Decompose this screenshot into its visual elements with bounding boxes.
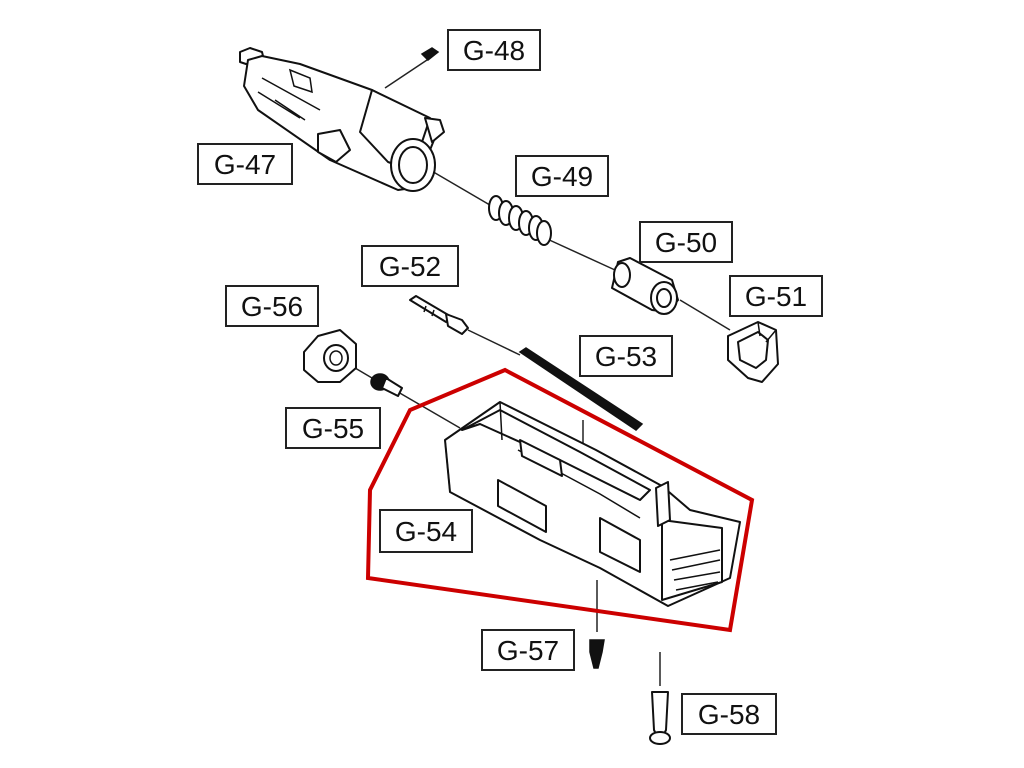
part-g56-knob: [303, 329, 357, 383]
part-g48-pin: [420, 47, 440, 62]
label-g48-text: G-48: [463, 35, 525, 66]
part-g51-cap: [727, 321, 779, 383]
label-g53: G-53: [579, 335, 673, 377]
part-g53-rod: [518, 347, 644, 431]
label-g49-text: G-49: [531, 161, 593, 192]
label-g52: G-52: [361, 245, 459, 287]
part-g55-screw: [370, 373, 403, 397]
label-g54: G-54: [379, 509, 473, 553]
label-g49: G-49: [515, 155, 609, 197]
part-g57-screw: [589, 639, 605, 669]
label-g58: G-58: [681, 693, 777, 735]
label-g52-text: G-52: [379, 251, 441, 282]
label-g54-text: G-54: [395, 516, 457, 547]
part-g58-screw: [649, 691, 671, 745]
part-g52-pin: [409, 295, 469, 335]
label-g57: G-57: [481, 629, 575, 671]
label-g56-text: G-56: [241, 291, 303, 322]
label-g50: G-50: [639, 221, 733, 263]
highlight-outline-g54: [365, 367, 755, 633]
label-g53-text: G-53: [595, 341, 657, 372]
part-g47-housing: [239, 47, 445, 192]
label-g57-text: G-57: [497, 635, 559, 666]
label-g50-text: G-50: [655, 227, 717, 258]
label-g56: G-56: [225, 285, 319, 327]
label-g55-text: G-55: [302, 413, 364, 444]
label-g51: G-51: [729, 275, 823, 317]
part-g49-spring: [488, 195, 552, 246]
label-g47-text: G-47: [214, 149, 276, 180]
label-g55: G-55: [285, 407, 381, 449]
label-g47: G-47: [197, 143, 293, 185]
label-g58-text: G-58: [698, 699, 760, 730]
part-g50-valve: [611, 257, 679, 315]
label-g51-text: G-51: [745, 281, 807, 312]
part-g54-housing: [444, 401, 741, 607]
label-g48: G-48: [447, 29, 541, 71]
